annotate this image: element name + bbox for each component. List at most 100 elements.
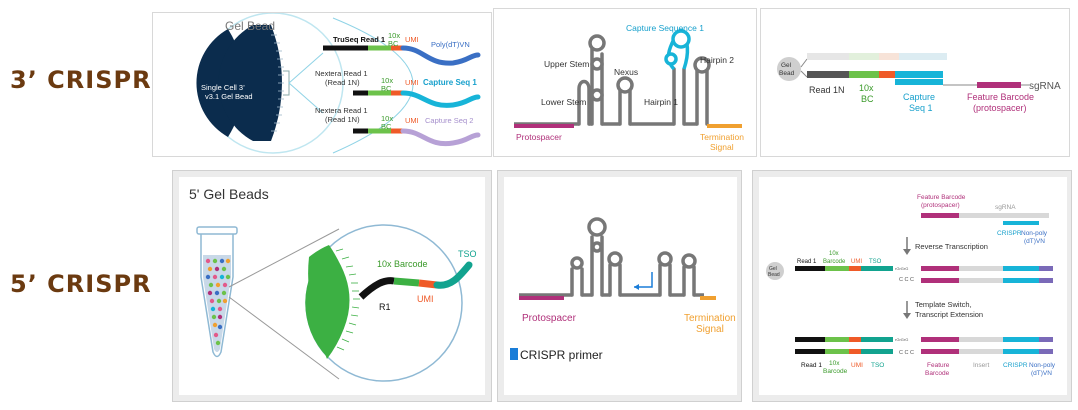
p3-feature-1: Feature Barcode [967, 92, 1034, 102]
p2-protospacer: Protospacer [516, 132, 562, 142]
p4-barcode: 10x Barcode [377, 259, 428, 269]
p6-rt-arrow [903, 249, 911, 255]
p6-bc-b-1: 10x [829, 360, 840, 367]
p6-ccc-b: C C C [899, 350, 914, 356]
p3-read: Read 1N [809, 85, 845, 95]
p1-s2-bc-bottom: BC [381, 84, 392, 93]
sgrna-3prime-diagram: Capture Sequence 1 Upper Stem Nexus Hair… [514, 23, 744, 152]
p4-tso: TSO [458, 249, 477, 259]
p1-s2-read-1: Nextera Read 1 [315, 69, 368, 78]
p1-s3-bc-top: 10x [381, 114, 393, 123]
p6-feature-b-1: Feature [927, 362, 950, 369]
p6-feature-2: (protospacer) [921, 202, 960, 209]
p1-s1-bc-top: 10x [388, 31, 400, 40]
p6-bc-1: 10x [829, 251, 839, 257]
p5-legend: CRISPR primer [520, 348, 603, 362]
panel-5prime-workflow: Feature Barcode (protospacer) sgRNA CRIS… [752, 170, 1072, 402]
p1-s3-read-1: Nextera Read 1 [315, 106, 368, 115]
row-label-3prime: 3’ CRISPR [10, 66, 152, 94]
p4-tube-beads [205, 258, 231, 346]
p2-lower-stem: Lower Stem [541, 97, 586, 107]
p6-nonpoly-2: (dT)VN [1024, 238, 1045, 245]
p5-protospacer: Protospacer [522, 313, 577, 324]
p1-s1-read: TruSeq Read 1 [333, 35, 385, 44]
gel-beads-5prime-diagram: 5' Gel Beads 10x Barcode TSO R1 UMI [189, 186, 477, 382]
p6-ts-2: Transcript Extension [915, 310, 983, 319]
p1-s2-read-2: (Read 1N) [325, 78, 360, 87]
p6-bc-2: Barcode [823, 259, 846, 265]
p6-rt: Reverse Transcription [915, 242, 988, 251]
p6-gel-bead [766, 262, 784, 280]
p6-ts-1: Template Switch, [915, 300, 972, 309]
p6-gel-2: Bead [768, 272, 780, 278]
row-label-5prime: 5’ CRISPR [10, 270, 152, 298]
p2-hairpin1: Hairpin 1 [644, 97, 678, 107]
p6-ccc: C C C [899, 277, 914, 283]
p1-s2-bc-top: 10x [381, 76, 393, 85]
p6-crispr-b: CRISPR [1003, 362, 1028, 369]
p2-capture-seq: Capture Sequence 1 [626, 23, 704, 33]
p1-bead-label-2: v3.1 Gel Bead [205, 92, 253, 101]
p6-tso-b: TSO [871, 362, 884, 369]
workflow-5prime-diagram: Feature Barcode (protospacer) sgRNA CRIS… [766, 194, 1056, 377]
p6-read1-b: Read 1 [801, 362, 822, 369]
p3-feature-segment [977, 82, 1021, 88]
panel-3prime-sgrna: Capture Sequence 1 Upper Stem Nexus Hair… [493, 8, 757, 157]
p6-sgrna: sgRNA [995, 204, 1016, 211]
p6-rgrgrg: rGrGrG [895, 266, 908, 271]
p3-gel-2: Bead [779, 70, 795, 77]
p3-capture-2: Seq 1 [909, 103, 933, 113]
p1-bead-label-1: Single Cell 3’ [201, 83, 245, 92]
p4-umi: UMI [417, 294, 434, 304]
p6-feature-1: Feature Barcode [917, 194, 966, 201]
p2-termination-2: Signal [710, 142, 734, 152]
p6-read1: Read 1 [797, 259, 817, 265]
p6-insert: Insert [973, 362, 989, 369]
p1-s3-read-2: (Read 1N) [325, 115, 360, 124]
p1-s3-capture: Capture Seq 2 [425, 116, 473, 125]
p3-bc-1: 10x [859, 83, 874, 93]
p4-title: 5' Gel Beads [189, 186, 269, 202]
p1-s1-bc-bottom: BC [388, 39, 399, 48]
p6-nonpoly-b-2: (dT)VN [1031, 370, 1052, 377]
p6-rgrgrg-b: rGrGrG [895, 337, 908, 342]
p5-primer-arrow [634, 272, 653, 288]
p3-capture-1: Capture [903, 92, 935, 102]
sgrna-5prime-diagram: Protospacer Termination Signal CRISPR pr… [510, 217, 736, 362]
p6-gel-1: Gel [769, 266, 777, 272]
p1-s1-umi: UMI [405, 35, 419, 44]
p6-nonpoly-1: Non-poly [1021, 230, 1048, 237]
panel-5prime-gel-beads: 5' Gel Beads 10x Barcode TSO R1 UMI [172, 170, 492, 402]
p2-termination-1: Termination [700, 132, 744, 142]
p3-bc-segment [849, 71, 879, 78]
p1-s3-umi: UMI [405, 116, 419, 125]
p2-nexus: Nexus [614, 67, 638, 77]
p5-legend-swatch [510, 348, 518, 360]
panel-5prime-sgrna: Protospacer Termination Signal CRISPR pr… [497, 170, 742, 402]
p6-umi: UMI [851, 259, 862, 265]
p3-read-segment [807, 71, 849, 78]
p1-title: Gel Bead [225, 19, 275, 33]
capture-3prime-diagram: Gel Bead Read 1N 10x BC Capture Seq 1 Fe… [777, 53, 1061, 113]
p2-hairpin2: Hairpin 2 [700, 55, 734, 65]
p3-gel-bead [777, 57, 801, 81]
p6-ts-arrow [903, 313, 911, 319]
p1-s2-umi: UMI [405, 78, 419, 87]
p6-top-feature-seg [921, 213, 959, 218]
p6-nonpoly-b-1: Non-poly [1029, 362, 1056, 369]
p5-termination-2: Signal [696, 324, 724, 335]
p2-upper-stem: Upper Stem [544, 59, 589, 69]
p4-r1: R1 [379, 302, 391, 312]
p1-s2-capture: Capture Seq 1 [423, 78, 477, 87]
p5-termination-1: Termination [684, 313, 736, 324]
p1-s1-capture: Poly(dT)VN [431, 40, 470, 49]
panel-3prime-capture: Gel Bead Read 1N 10x BC Capture Seq 1 Fe… [760, 8, 1070, 157]
p6-feature-b-2: Barcode [925, 370, 950, 377]
p6-read1-seg [795, 266, 825, 271]
p6-crispr: CRISPR [997, 230, 1022, 237]
p3-bc-2: BC [861, 94, 874, 104]
gel-bead-3prime-diagram: Gel Bead Single Cell 3’ v3.1 Gel Bead Tr… [196, 13, 481, 154]
p3-umi-segment [879, 71, 895, 78]
p3-feature-2: (protospacer) [973, 103, 1027, 113]
panel-3prime-gel-bead: Gel Bead Single Cell 3’ v3.1 Gel Bead Tr… [152, 12, 492, 157]
